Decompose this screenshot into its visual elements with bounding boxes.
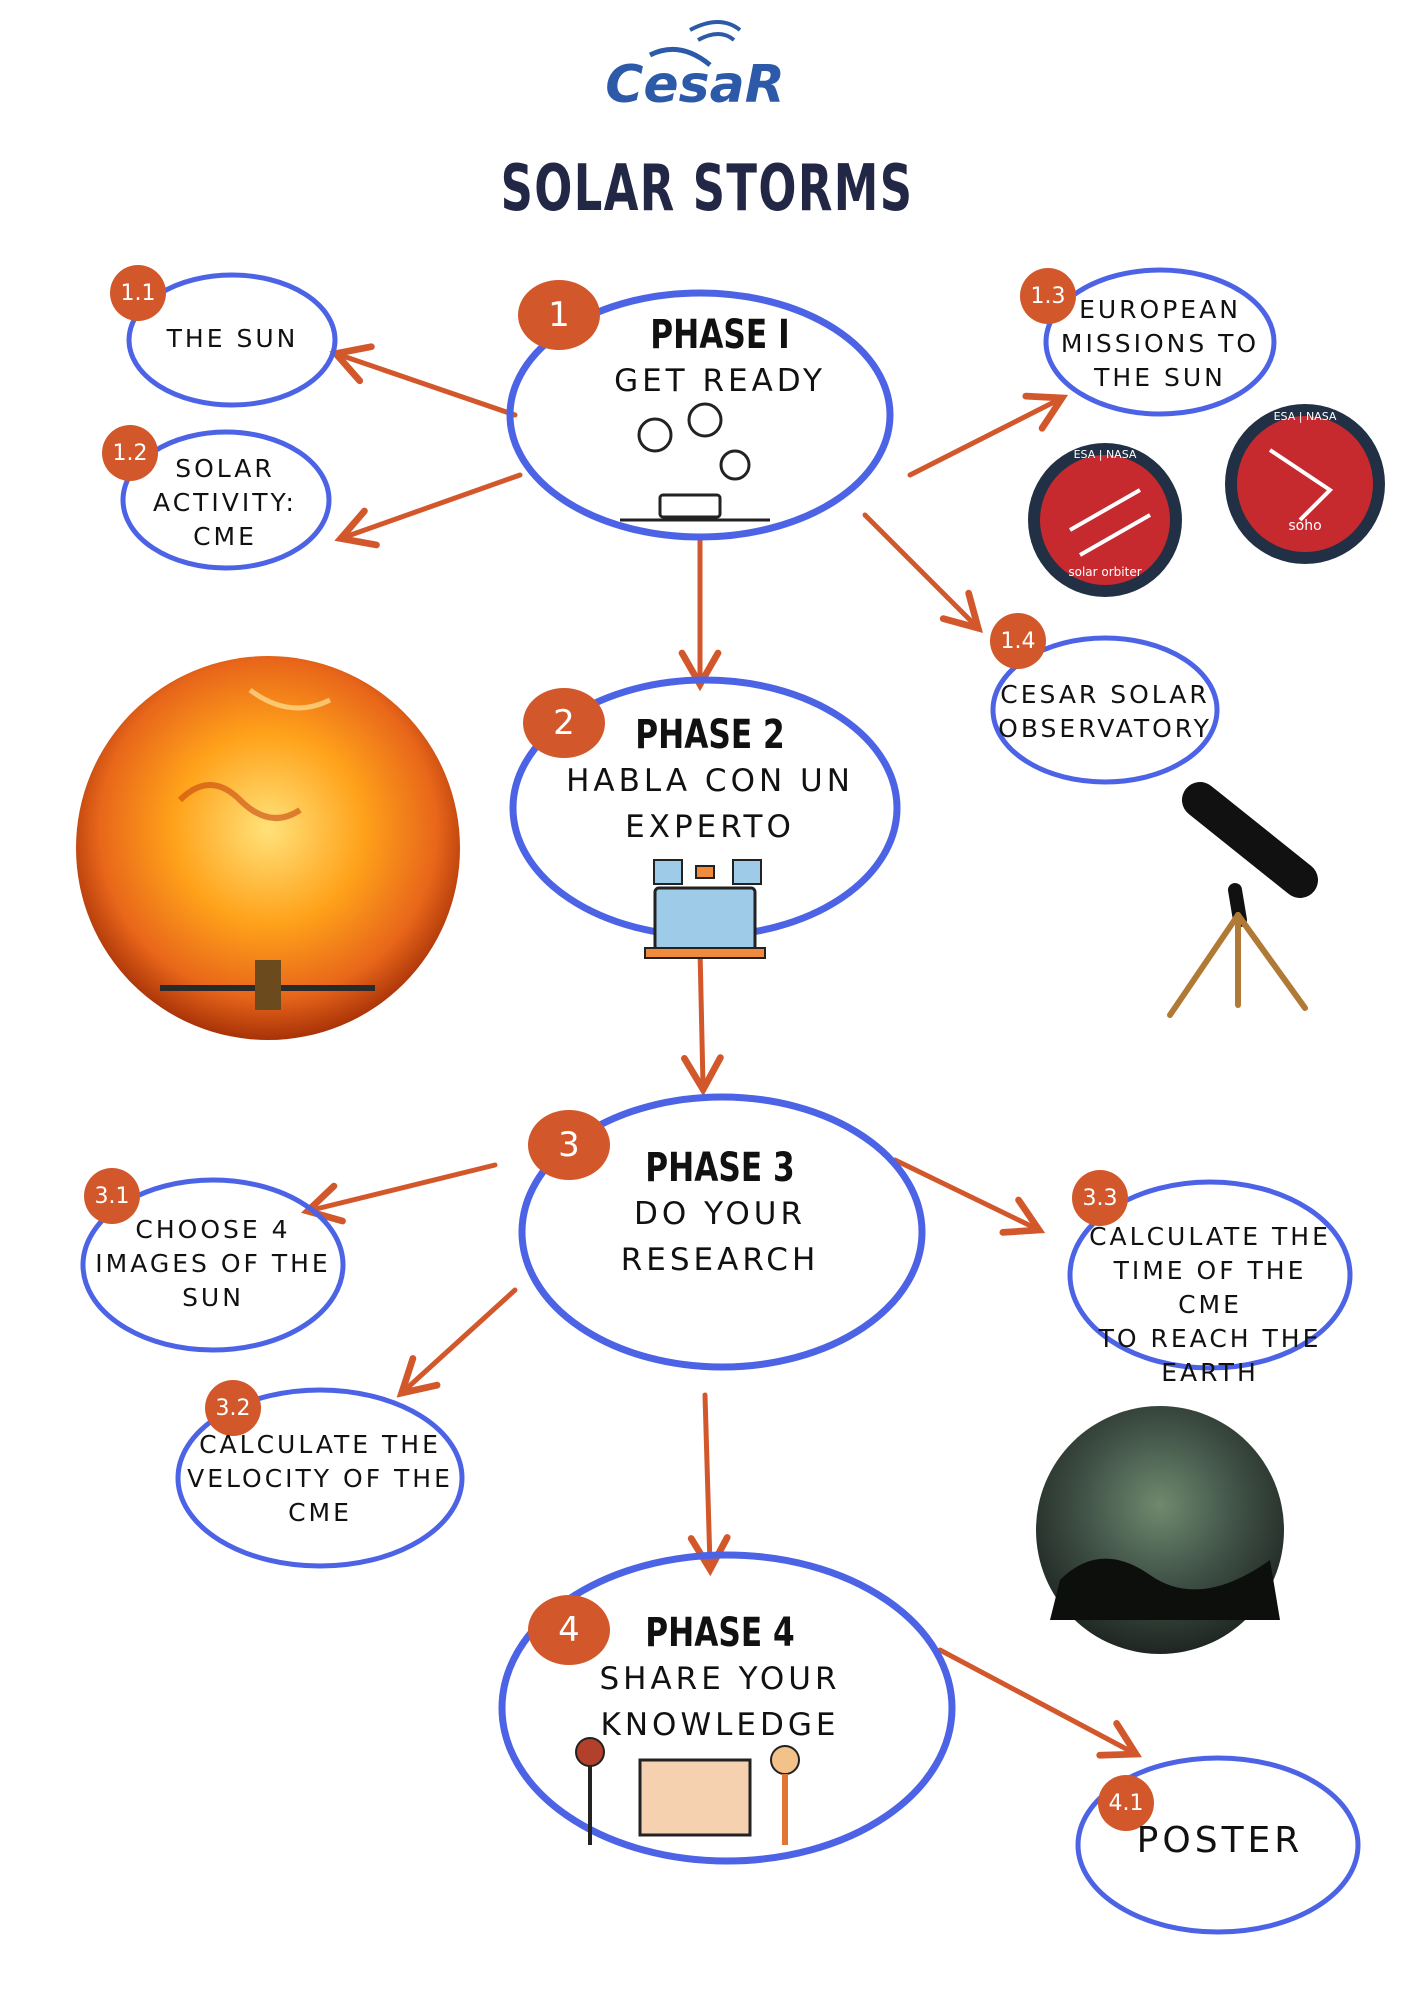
phase-1-title: PHASE I xyxy=(650,312,790,358)
phase4-ellipse xyxy=(498,1551,956,1865)
step-3-1-line: IMAGES OF THE xyxy=(95,1249,331,1278)
step-3-2-line: CALCULATE THE xyxy=(199,1430,441,1459)
solar-orbiter-badge-bottom: solar orbiter xyxy=(1068,565,1142,579)
step-4-1-text: POSTER xyxy=(1110,1820,1330,1861)
aurora-photo xyxy=(1036,1406,1284,1654)
soho-badge-bottom: soho xyxy=(1288,518,1322,534)
soho-badge-top: ESA | NASA xyxy=(1273,410,1337,423)
arrow-phase3-to-3-1 xyxy=(301,1162,498,1225)
step-3-1-line: SUN xyxy=(182,1283,244,1312)
arrow-phase1-to-1-3 xyxy=(907,392,1069,478)
phase-2-badge: 2 xyxy=(523,688,605,758)
phase-3-subtitle-line: RESEARCH xyxy=(620,1242,820,1278)
phase-2-subtitle-line: EXPERTO xyxy=(625,809,795,845)
telescope-icon xyxy=(1167,782,1318,1018)
phase-4-subtitle-line: KNOWLEDGE xyxy=(600,1707,840,1743)
step-1-3-badge: 1.3 xyxy=(1020,268,1076,324)
phase-2-text: PHASE 2 HABLA CON UN EXPERTO xyxy=(520,712,900,850)
step-3-2-text: CALCULATE THE VELOCITY OF THE CME xyxy=(185,1428,455,1530)
video-call-icon xyxy=(653,859,762,885)
phase-3-text: PHASE 3 DO YOUR RESEARCH xyxy=(570,1145,870,1283)
step-1-3-line: MISSIONS TO xyxy=(1060,329,1260,358)
step-1-2-line: CME xyxy=(193,522,257,551)
step-1-2-ellipse xyxy=(120,429,332,571)
step-1-4-line: CESAR SOLAR xyxy=(1000,680,1210,709)
step-3-3-text: CALCULATE THE TIME OF THE CME TO REACH T… xyxy=(1080,1220,1340,1390)
phase-3-badge: 3 xyxy=(528,1110,610,1180)
phase-2-title: PHASE 2 xyxy=(635,712,785,758)
step-3-1-badge: 3.1 xyxy=(84,1168,140,1224)
step-3-3-line: TO REACH THE xyxy=(1098,1324,1322,1353)
phase-4-badge: 4 xyxy=(528,1595,610,1665)
step-1-3-text: EUROPEAN MISSIONS TO THE SUN xyxy=(1055,293,1265,395)
sun-photo xyxy=(76,656,460,1040)
phase-4-title: PHASE 4 xyxy=(645,1610,795,1656)
knowledge-sharing-illustration-icon xyxy=(575,1737,800,1845)
step-3-3-line: EARTH xyxy=(1161,1358,1259,1387)
arrow-phase1-to-1-1 xyxy=(329,343,518,418)
phase3-ellipse xyxy=(518,1093,926,1371)
presentation-icon xyxy=(644,886,766,959)
phase-4-text: PHASE 4 SHARE YOUR KNOWLEDGE xyxy=(570,1610,870,1748)
phase-2-subtitle-line: HABLA CON UN xyxy=(566,763,854,799)
arrow-phase2-to-phase3 xyxy=(681,947,724,1097)
step-1-3-ellipse xyxy=(1043,267,1277,417)
step-3-2-line: CME xyxy=(288,1498,352,1527)
step-1-2-line: SOLAR xyxy=(175,454,275,483)
step-3-2-line: VELOCITY OF THE xyxy=(187,1464,453,1493)
step-1-2-text: SOLAR ACTIVITY: CME xyxy=(130,452,320,554)
phase-1-badge: 1 xyxy=(518,280,600,350)
step-3-2-ellipse xyxy=(175,1387,465,1569)
step-1-1-text: THE SUN xyxy=(140,322,325,356)
arrow-phase1-to-1-4 xyxy=(862,512,983,633)
phase-1-text: PHASE I GET READY xyxy=(570,312,870,404)
step-4-1-line: POSTER xyxy=(1136,1820,1304,1861)
step-3-3-line: CALCULATE THE xyxy=(1089,1222,1331,1251)
step-1-3-line: EUROPEAN xyxy=(1079,295,1241,324)
phase-1-subtitle-line: GET READY xyxy=(614,363,826,399)
solar-orbiter-badge-icon xyxy=(1028,443,1182,597)
step-3-3-line: TIME OF THE CME xyxy=(1113,1256,1307,1319)
soho-badge-icon xyxy=(1225,404,1385,564)
step-1-4-badge: 1.4 xyxy=(990,613,1046,669)
step-1-4-ellipse xyxy=(990,635,1220,785)
step-1-2-badge: 1.2 xyxy=(102,425,158,481)
arrow-phase4-to-4-1 xyxy=(937,1647,1142,1759)
step-1-1-badge: 1.1 xyxy=(110,265,166,321)
step-3-1-line: CHOOSE 4 xyxy=(135,1215,291,1244)
step-3-2-badge: 3.2 xyxy=(205,1380,261,1436)
arrow-phase3-to-phase4 xyxy=(687,1392,731,1577)
team-illustration-icon xyxy=(620,402,770,522)
step-1-1-ellipse xyxy=(126,272,338,408)
step-3-1-text: CHOOSE 4 IMAGES OF THE SUN xyxy=(93,1213,333,1315)
step-4-1-ellipse xyxy=(1075,1755,1361,1935)
arrow-phase1-to-1-2 xyxy=(334,472,523,549)
step-1-4-text: CESAR SOLAR OBSERVATORY xyxy=(995,678,1215,746)
step-1-2-line: ACTIVITY: xyxy=(153,488,297,517)
page-title: SOLAR STORMS xyxy=(500,152,914,226)
phase-4-subtitle-line: SHARE YOUR xyxy=(599,1661,841,1697)
phase-3-subtitle-line: DO YOUR xyxy=(634,1196,806,1232)
step-1-1-line: THE SUN xyxy=(166,324,299,353)
satellite-logo-icon xyxy=(648,20,742,67)
step-1-4-line: OBSERVATORY xyxy=(998,714,1212,743)
phase1-ellipse xyxy=(506,289,894,541)
step-3-3-badge: 3.3 xyxy=(1072,1170,1128,1226)
solar-orbiter-badge-top: ESA | NASA xyxy=(1073,448,1137,461)
arrow-phase3-to-3-2 xyxy=(396,1287,518,1398)
step-3-3-ellipse xyxy=(1067,1179,1353,1371)
phase-3-title: PHASE 3 xyxy=(645,1145,795,1191)
step-1-3-line: THE SUN xyxy=(1094,363,1226,392)
cesar-logo: CesaR xyxy=(605,55,785,115)
step-4-1-badge: 4.1 xyxy=(1098,1775,1154,1831)
arrow-phase3-to-3-3 xyxy=(892,1157,1046,1236)
step-3-1-ellipse xyxy=(80,1177,346,1353)
